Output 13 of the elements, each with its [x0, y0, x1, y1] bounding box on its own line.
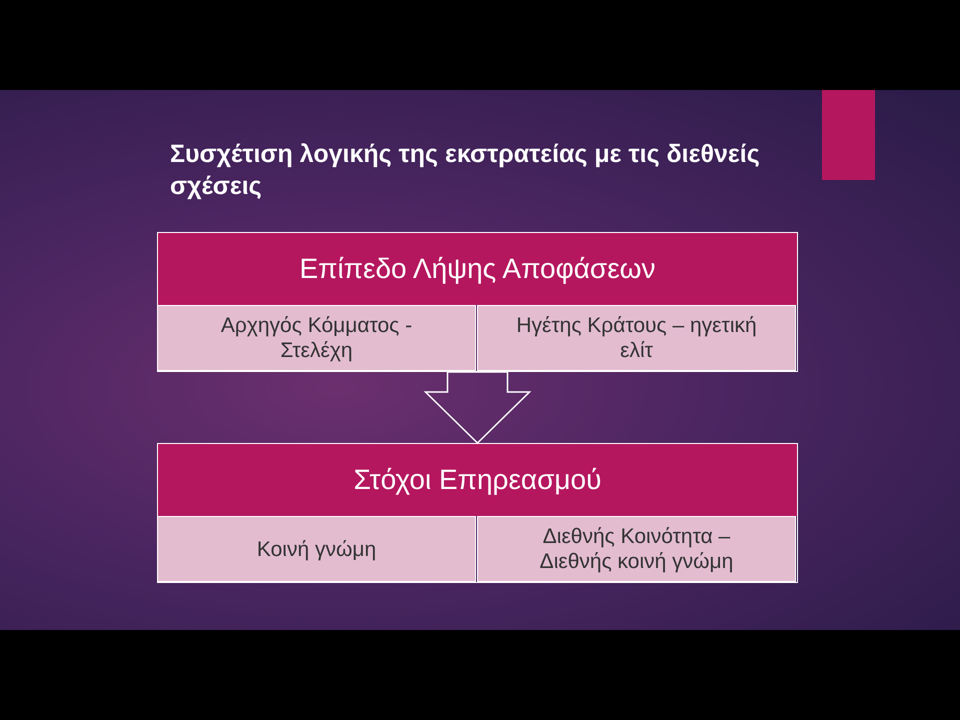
cell-text: Αρχηγός Κόμματος - Στελέχη: [220, 313, 414, 363]
table-group: [157, 443, 798, 583]
table-cell: [157, 305, 476, 371]
slide-title: Συσχέτιση λογικής της εκστρατείας με τις διεθνείς σχέσεις: [170, 139, 761, 202]
table-cell: [477, 516, 796, 582]
table-group: [157, 232, 798, 372]
table-cell: [157, 516, 476, 582]
header-text: Στόχοι Επηρεασμού: [354, 464, 602, 496]
cell-text: Κοινή γνώμη: [256, 536, 376, 562]
header-text: Επίπεδο Λήψης Αποφάσεων: [299, 253, 656, 285]
table-cell: [477, 305, 796, 371]
cell-text: Διεθνής Κοινότητα – Διεθνής κοινή γνώμη: [538, 524, 734, 574]
cell-text: Ηγέτης Κράτους – ηγετική ελίτ: [515, 313, 758, 363]
